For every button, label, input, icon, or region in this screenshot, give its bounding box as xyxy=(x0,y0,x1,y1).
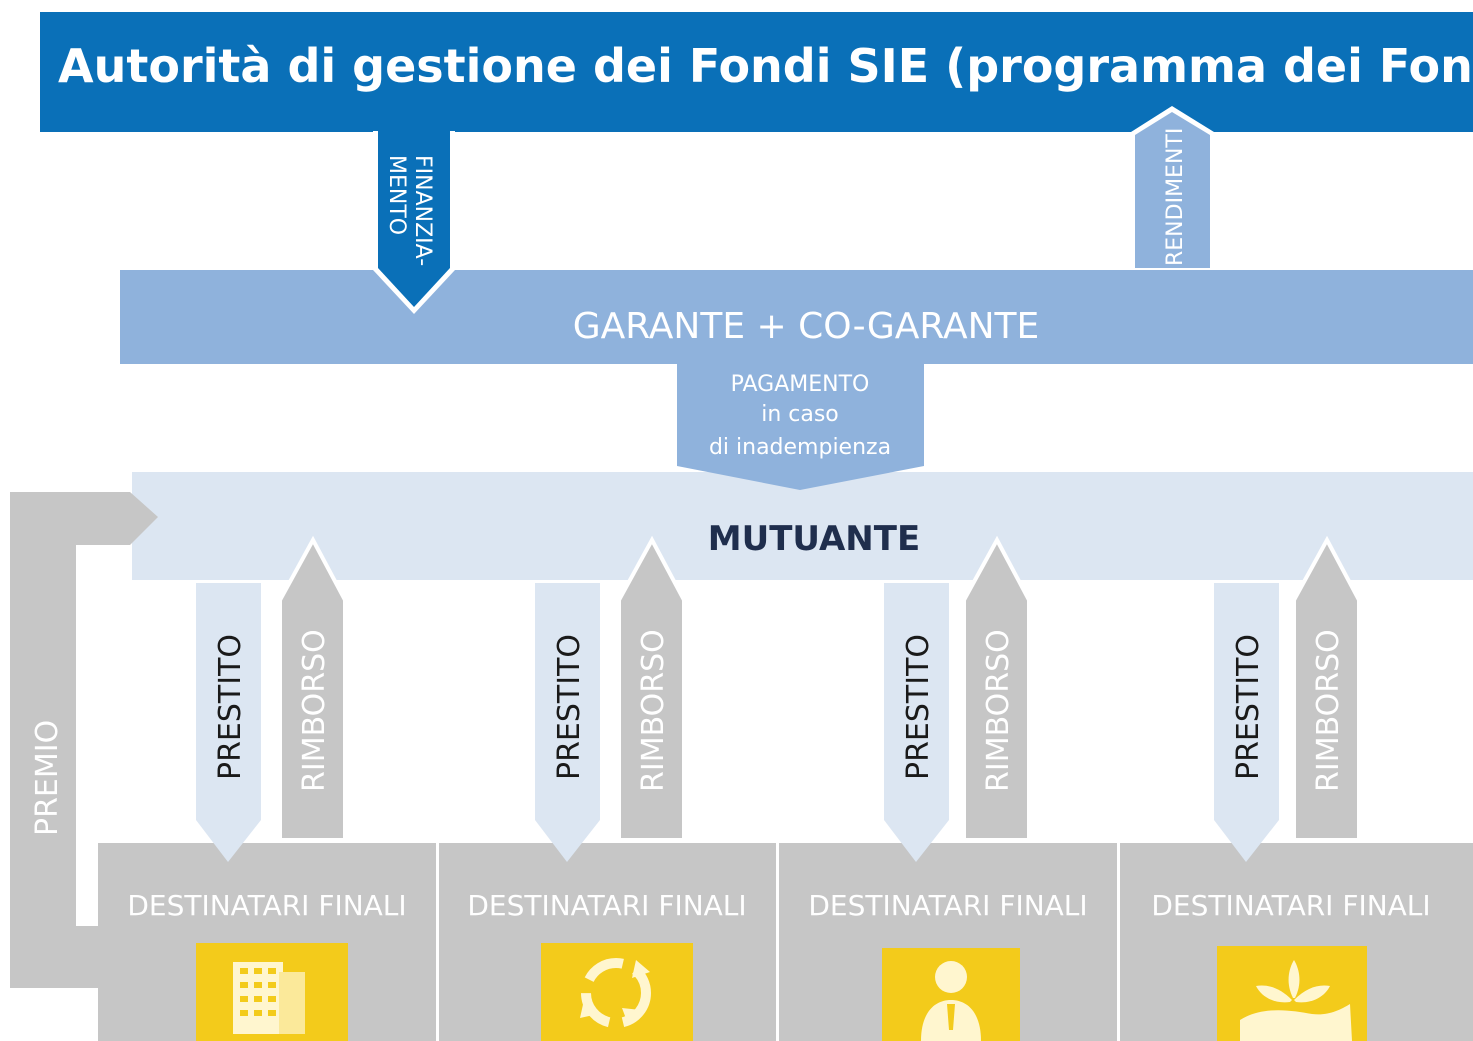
returns-label: RENDIMENTI xyxy=(1163,128,1188,266)
recycle-icon xyxy=(541,943,693,1041)
loan-arrow-3: PRESTITO xyxy=(884,583,949,862)
repayment-label-3: RIMBORSO xyxy=(981,629,1016,792)
recipient-label-1: DESTINATARI FINALI xyxy=(127,889,406,922)
recipient-column-2: PRESTITO RIMBORSO DESTINATARI FINALI xyxy=(467,535,747,1041)
lender-label: MUTUANTE xyxy=(708,519,920,559)
loan-arrow-1: PRESTITO xyxy=(196,583,261,862)
recipient-column-1: PRESTITO RIMBORSO DESTINATARI FINALI xyxy=(127,535,407,1041)
guarantor-bar xyxy=(120,270,1473,364)
premium-arrow: PREMIO xyxy=(10,492,158,988)
recipient-label-2: DESTINATARI FINALI xyxy=(467,889,746,922)
recipient-column-3: PRESTITO RIMBORSO DESTINATARI FINALI xyxy=(808,535,1088,1041)
repayment-arrow-4: RIMBORSO xyxy=(1292,535,1361,842)
person-icon xyxy=(882,948,1020,1041)
payment-label-line3: di inadempienza xyxy=(709,435,891,460)
loan-label-2: PRESTITO xyxy=(552,634,587,780)
guarantor-label: GARANTE + CO-GARANTE xyxy=(573,306,1040,347)
loan-label-4: PRESTITO xyxy=(1231,634,1266,780)
authority-title: Autorità di gestione dei Fondi SIE (prog… xyxy=(58,39,1473,93)
recipient-label-4: DESTINATARI FINALI xyxy=(1151,889,1430,922)
repayment-arrow-3: RIMBORSO xyxy=(962,535,1031,842)
repayment-arrow-1: RIMBORSO xyxy=(278,535,347,842)
repayment-arrow-2: RIMBORSO xyxy=(617,535,686,842)
plant-in-hand-icon xyxy=(1217,946,1367,1041)
loan-label-3: PRESTITO xyxy=(901,634,936,780)
repayment-label-1: RIMBORSO xyxy=(297,629,332,792)
authority-bar xyxy=(40,12,1473,132)
premium-label: PREMIO xyxy=(30,720,65,836)
funding-label-line1: FINANZIA- xyxy=(410,155,435,266)
payment-label-line2: in caso xyxy=(761,402,839,427)
returns-arrow: RENDIMENTI xyxy=(1131,106,1214,270)
recipient-column-4: PRESTITO RIMBORSO DESTINATARI FINALI xyxy=(1151,535,1431,1041)
funding-label-line2: MENTO xyxy=(384,155,409,235)
payment-label-line1: PAGAMENTO xyxy=(731,372,870,397)
loan-arrow-4: PRESTITO xyxy=(1214,583,1279,862)
recipient-label-3: DESTINATARI FINALI xyxy=(808,889,1087,922)
repayment-label-4: RIMBORSO xyxy=(1311,629,1346,792)
payment-arrow: PAGAMENTO in caso di inadempienza xyxy=(677,364,924,490)
lender-bar xyxy=(132,472,1473,580)
building-icon xyxy=(196,943,348,1041)
loan-arrow-2: PRESTITO xyxy=(535,583,600,862)
repayment-label-2: RIMBORSO xyxy=(636,629,671,792)
funding-arrow: FINANZIA- MENTO xyxy=(373,131,455,314)
loan-label-1: PRESTITO xyxy=(213,634,248,780)
